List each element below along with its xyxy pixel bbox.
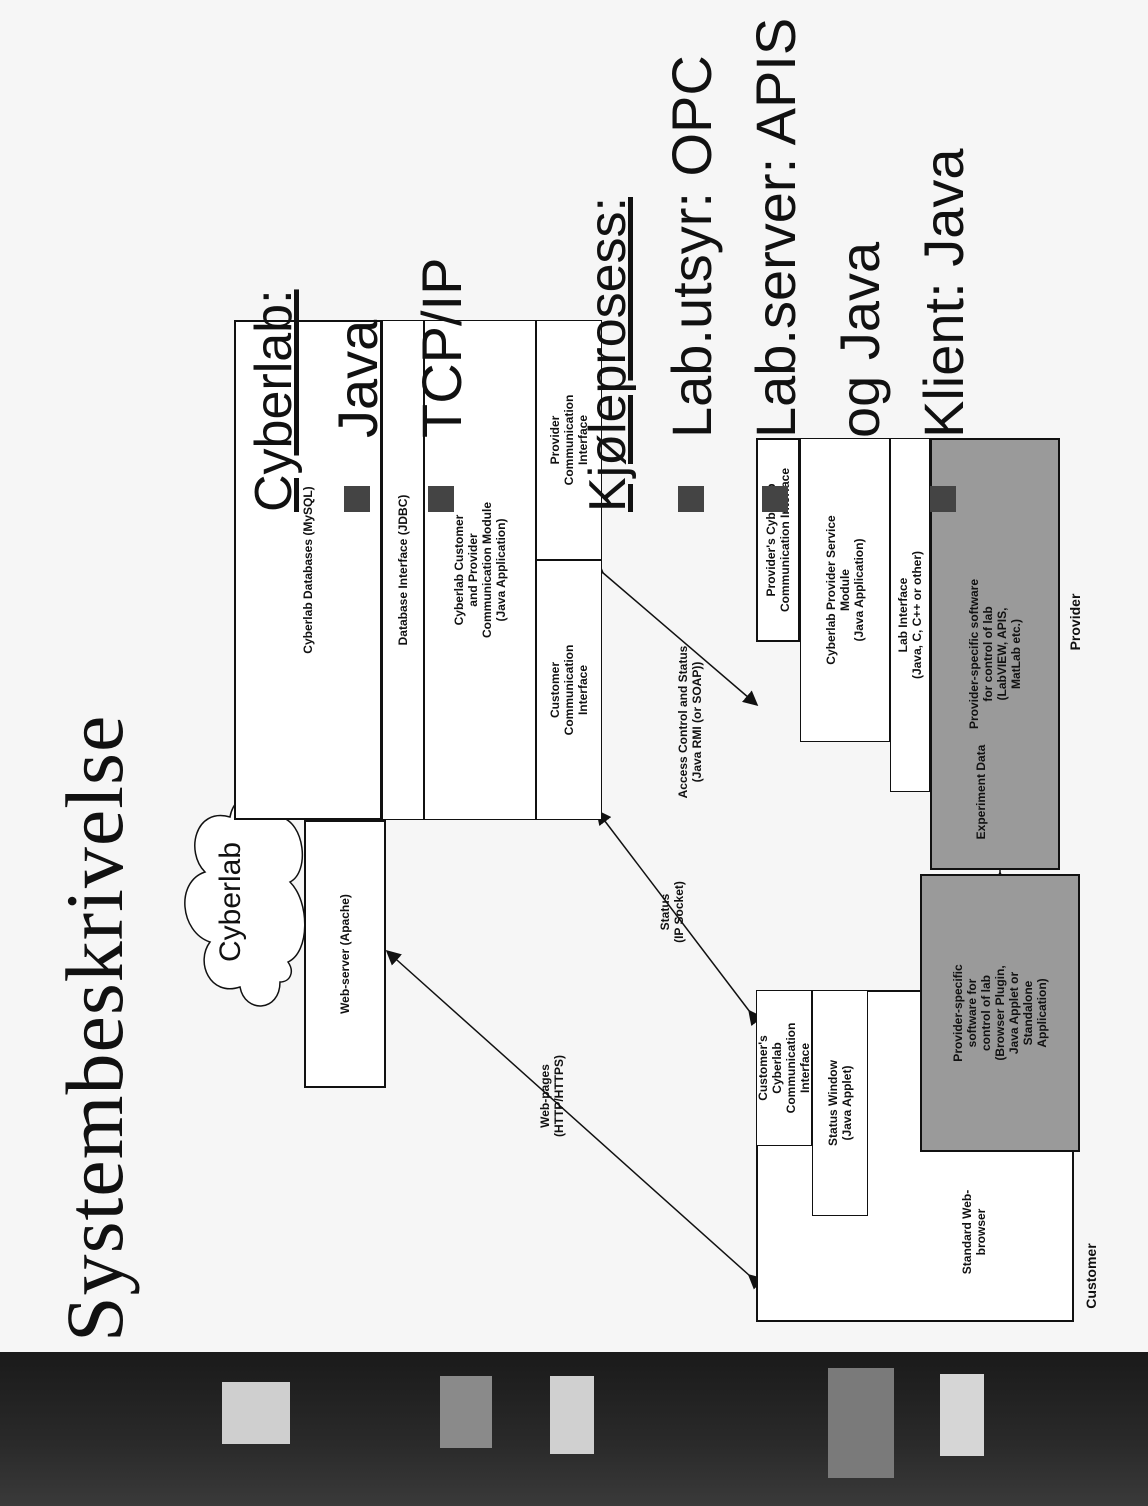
bar-square-3 bbox=[550, 1376, 594, 1454]
customer-comm-if-box: Customer's Cyberlab Communication Interf… bbox=[756, 990, 812, 1146]
section-heading: Cyberlab: bbox=[245, 289, 303, 512]
slide-content: Systembeskrivelse Cyberlab Web-server (A… bbox=[49, 0, 1099, 1342]
bar-square-5 bbox=[940, 1374, 984, 1456]
customer-label: Customer bbox=[1083, 1243, 1099, 1309]
provider-label: Provider bbox=[1067, 593, 1083, 651]
bullet-square-icon bbox=[930, 486, 956, 512]
bullet-text: TCP/IP bbox=[410, 257, 473, 438]
bullet-text: og Java bbox=[828, 241, 891, 438]
bar-square-1 bbox=[222, 1382, 290, 1444]
bullet-square-icon bbox=[344, 486, 370, 512]
bullet-item: Java bbox=[316, 0, 400, 512]
bullet-item: TCP/IP bbox=[400, 0, 484, 512]
section-heading: Kjøleprosess: bbox=[579, 197, 637, 512]
access-link-label: Access Control and Status (Java RMI (or … bbox=[676, 645, 704, 799]
bullet-item: Klient: Java bbox=[902, 0, 986, 512]
bullet-item: Lab.utsyr: OPC bbox=[650, 0, 734, 512]
bullet-continuation: og Java bbox=[818, 0, 902, 512]
web-server-box: Web-server (Apache) bbox=[304, 820, 386, 1088]
bullet-text: Lab.utsyr: OPC bbox=[660, 55, 723, 438]
bar-square-4 bbox=[828, 1368, 894, 1478]
bullet-text: Klient: Java bbox=[912, 148, 975, 439]
experiment-link-label: Experiment Data bbox=[974, 744, 988, 840]
customer-comm-if-box: Customer Communication Interface bbox=[536, 560, 602, 820]
bullet-square-icon bbox=[762, 486, 788, 512]
bullet-section-cyberlab: Cyberlab: Java TCP/IP bbox=[232, 0, 484, 512]
customer-provider-sw-box: Provider-specific software for control o… bbox=[920, 874, 1080, 1152]
customer-browser-label: Standard Web- browser bbox=[960, 1189, 988, 1275]
bullet-square-icon bbox=[428, 486, 454, 512]
bullet-text: Java bbox=[326, 319, 389, 438]
slide-side-bar bbox=[0, 1352, 1148, 1506]
bullet-square-icon bbox=[678, 486, 704, 512]
web-pages-link-label: Web-pages (HTTP/HTTPS) bbox=[538, 1055, 566, 1137]
bullet-item: Lab.server: APIS bbox=[734, 0, 818, 512]
bullet-section-kjoleprosess: Kjøleprosess: Lab.utsyr: OPC Lab.server:… bbox=[566, 0, 986, 512]
bar-square-2 bbox=[440, 1376, 492, 1448]
bullet-text: Lab.server: APIS bbox=[744, 17, 807, 438]
status-link-label: Status (IP Socket) bbox=[658, 881, 686, 943]
status-window-box: Status Window (Java Applet) bbox=[812, 990, 868, 1216]
